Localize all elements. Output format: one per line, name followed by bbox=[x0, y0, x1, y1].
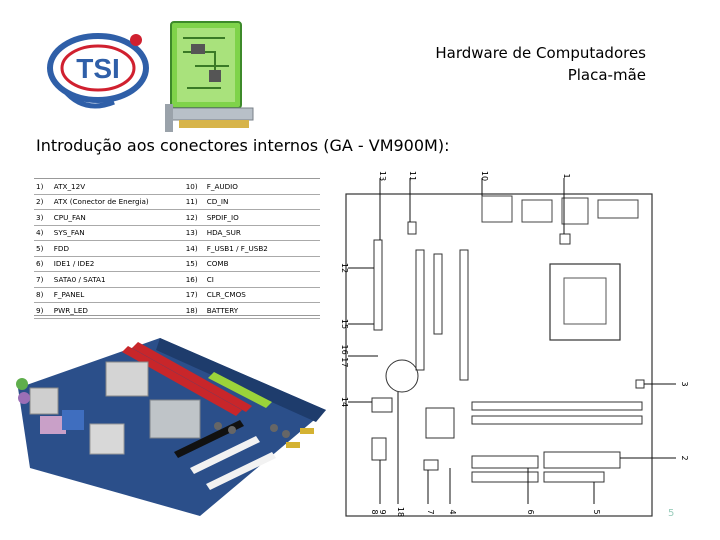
diagram-label: 4 bbox=[448, 509, 457, 514]
connector-name: SATA0 / SATA1 bbox=[51, 271, 184, 288]
connector-name: F_PANEL bbox=[51, 287, 184, 303]
diagram-label: 13 bbox=[378, 171, 387, 181]
connector-name: FDD bbox=[51, 240, 184, 257]
diagram-label: 1 bbox=[562, 173, 571, 178]
connector-number: 6) bbox=[34, 256, 52, 272]
diagram-label: 6 bbox=[526, 509, 535, 514]
page-number: 5 bbox=[668, 508, 675, 519]
connector-name: ATX_12V bbox=[51, 179, 184, 195]
connector-number: 5) bbox=[34, 240, 52, 257]
connector-number: 7) bbox=[34, 271, 52, 288]
diagram-label: 9 bbox=[378, 509, 387, 514]
diagram-label: 14 bbox=[340, 397, 349, 407]
connector-name: SYS_FAN bbox=[51, 225, 184, 241]
diagram-label: 15 bbox=[340, 319, 349, 329]
connector-number: 2) bbox=[34, 194, 52, 210]
header-title: Hardware de Computadores bbox=[435, 44, 646, 62]
connector-number: 16) bbox=[183, 271, 205, 288]
tsi-logo: TSI bbox=[44, 24, 156, 116]
diagram-label: 11 bbox=[408, 171, 417, 181]
connector-number: 13) bbox=[183, 225, 205, 241]
connector-name: BATTERY bbox=[204, 302, 320, 319]
diagram-label: 16 17 bbox=[340, 345, 349, 368]
connector-name: IDE1 / IDE2 bbox=[51, 256, 184, 272]
connector-number: 17) bbox=[183, 287, 205, 303]
motherboard-photo bbox=[10, 318, 330, 518]
connector-name: F_AUDIO bbox=[204, 179, 320, 195]
diagram-label: 12 bbox=[340, 263, 349, 273]
connector-name: CI bbox=[204, 271, 320, 288]
connector-number: 8) bbox=[34, 287, 52, 303]
connector-name: F_USB1 / F_USB2 bbox=[204, 240, 320, 257]
connector-number: 12) bbox=[183, 209, 205, 226]
diagram-label: 10 bbox=[480, 171, 489, 181]
connector-name: ATX (Conector de Energia) bbox=[51, 194, 184, 210]
connector-name: HDA_SUR bbox=[204, 225, 320, 241]
connector-number: 10) bbox=[183, 179, 205, 195]
diagram-label: 3 bbox=[680, 381, 689, 386]
diagram-label: 7 bbox=[426, 509, 435, 514]
diagram-label: 18 bbox=[396, 507, 405, 517]
connector-name: COMB bbox=[204, 256, 320, 272]
logo-text: TSI bbox=[76, 53, 120, 84]
header-subtitle: Placa-mãe bbox=[567, 66, 646, 84]
slide-subtitle: Introdução aos conectores internos (GA -… bbox=[36, 136, 450, 155]
table-row: 2)ATX (Conector de Energia)11)CD_IN bbox=[34, 194, 320, 210]
diagram-label: 2 bbox=[680, 455, 689, 460]
expansion-card-icon bbox=[165, 18, 261, 136]
connector-name: PWR_LED bbox=[51, 302, 184, 319]
connector-number: 1) bbox=[34, 179, 52, 195]
connector-number: 15) bbox=[183, 256, 205, 272]
connector-name: CLR_CMOS bbox=[204, 287, 320, 303]
connector-number: 3) bbox=[34, 209, 52, 226]
connector-name: CPU_FAN bbox=[51, 209, 184, 226]
diagram-label: 5 bbox=[592, 509, 601, 514]
connector-name: CD_IN bbox=[204, 194, 320, 210]
connector-number: 14) bbox=[183, 240, 205, 257]
connector-number: 11) bbox=[183, 194, 205, 210]
connector-number: 9) bbox=[34, 302, 52, 319]
connector-number: 18) bbox=[183, 302, 205, 319]
connector-number: 4) bbox=[34, 225, 52, 241]
connector-name: SPDIF_IO bbox=[204, 209, 320, 226]
diagram-label: 8 bbox=[370, 509, 379, 514]
